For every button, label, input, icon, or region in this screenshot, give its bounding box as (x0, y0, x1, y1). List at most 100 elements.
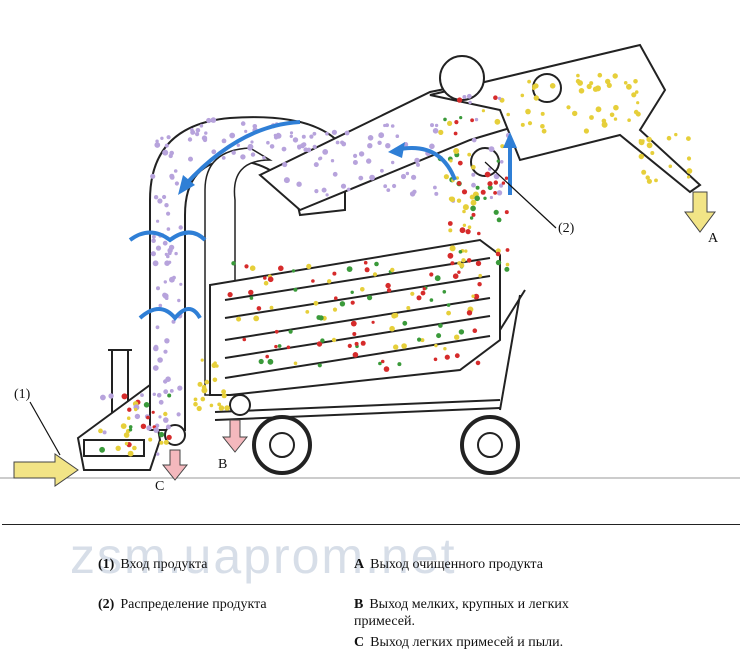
particle (609, 112, 615, 118)
particle (489, 195, 493, 200)
particle (501, 181, 506, 185)
particle (151, 238, 156, 243)
particle (360, 287, 365, 292)
particle (193, 397, 198, 402)
particle (197, 381, 203, 387)
particle (163, 280, 167, 284)
particle (392, 183, 397, 189)
particle (402, 320, 408, 326)
particle (249, 296, 254, 300)
particle (575, 78, 581, 84)
particle (195, 128, 201, 133)
particle (380, 359, 385, 364)
particle (417, 337, 422, 342)
particle (487, 185, 493, 191)
particle (447, 221, 453, 226)
particle (475, 260, 482, 267)
particle (162, 194, 167, 200)
particle (211, 362, 217, 368)
particle (269, 144, 275, 149)
label-in: (1) (14, 387, 31, 402)
particle (217, 402, 222, 407)
legend-text: Выход очищенного продукта (370, 557, 543, 572)
particle (313, 162, 319, 168)
particle (378, 361, 382, 366)
particle (457, 270, 461, 274)
particle (471, 172, 476, 177)
outlet-b-roller (229, 394, 251, 416)
particle (456, 97, 463, 103)
particle (475, 360, 481, 366)
particle (540, 111, 545, 116)
particle (274, 329, 279, 334)
particle (309, 134, 314, 139)
particle (168, 244, 175, 251)
particle (267, 358, 274, 365)
particle (420, 338, 425, 343)
particle (448, 228, 453, 233)
particle (566, 105, 571, 110)
particle (312, 131, 317, 136)
particle (282, 161, 288, 168)
particle (166, 434, 172, 440)
particle (654, 178, 658, 183)
particle (155, 139, 159, 143)
particle (353, 153, 358, 158)
particle (686, 156, 692, 161)
particle (469, 216, 474, 220)
particle (595, 85, 601, 92)
particle (520, 93, 525, 98)
particle (578, 88, 585, 94)
particle (483, 196, 487, 200)
label-c: C (155, 479, 164, 494)
particle (277, 344, 282, 348)
particle (549, 83, 556, 89)
particle (456, 198, 462, 203)
particle (467, 225, 472, 229)
particle (378, 132, 385, 139)
particle (102, 430, 107, 435)
particle (244, 264, 249, 269)
particle (488, 167, 492, 171)
particle (250, 152, 256, 157)
particle (163, 411, 168, 417)
particle (166, 254, 170, 259)
particle (533, 95, 539, 101)
particle (306, 263, 312, 269)
particle (613, 104, 619, 111)
particle (152, 260, 159, 267)
particle (155, 245, 162, 251)
particle (177, 385, 183, 391)
particle (385, 282, 391, 289)
particle (400, 173, 407, 180)
legend-text: Выход мелких, крупных и легких примесей. (354, 597, 569, 629)
particle (452, 273, 459, 280)
particle (470, 205, 476, 212)
particle (158, 303, 163, 308)
particle (369, 174, 375, 181)
particle (128, 425, 133, 429)
particle (269, 305, 274, 310)
particle (187, 137, 193, 142)
particle (296, 181, 302, 187)
particle (267, 276, 274, 283)
particle (305, 310, 310, 314)
particle (448, 196, 454, 202)
particle (293, 361, 298, 366)
particle (334, 296, 338, 301)
particle (211, 149, 217, 155)
particle (493, 180, 498, 185)
particle (606, 82, 612, 88)
particle (459, 227, 466, 234)
particle (134, 407, 138, 412)
particle (157, 357, 163, 363)
particle (374, 261, 379, 267)
particle (458, 329, 465, 335)
particle (627, 118, 631, 122)
particle (541, 128, 547, 134)
particle (462, 204, 469, 211)
particle (429, 272, 434, 277)
particle (395, 134, 400, 138)
particle (256, 306, 262, 311)
